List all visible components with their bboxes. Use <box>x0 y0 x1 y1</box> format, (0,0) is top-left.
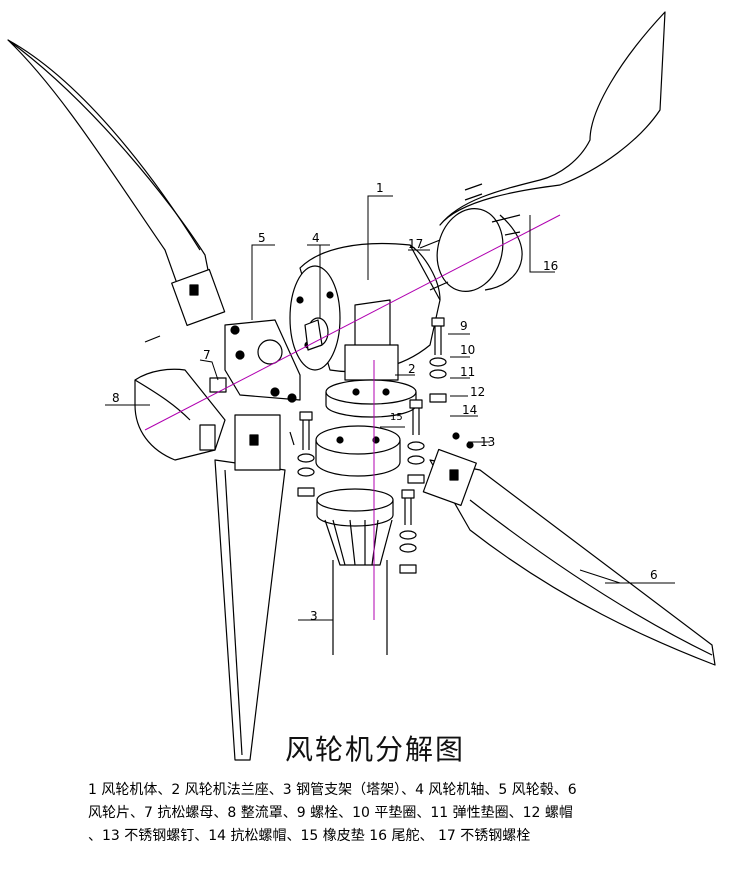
rubber-pad <box>315 425 401 477</box>
callout-5: 5 <box>258 231 266 245</box>
diagram-title: 风轮机分解图 <box>284 733 465 766</box>
turbine-shaft <box>304 317 329 351</box>
blade-bottom <box>214 414 286 761</box>
leader-lines <box>105 195 675 621</box>
callout-17: 17 <box>408 237 423 251</box>
callout-13: 13 <box>480 435 495 449</box>
callout-14: 14 <box>462 403 477 417</box>
callout-3: 3 <box>310 609 318 623</box>
legend-line-1: 1 风轮机体、2 风轮机法兰座、3 钢管支架（塔架）、4 风轮机轴、5 风轮毂、… <box>88 782 577 798</box>
callout-8: 8 <box>112 391 120 405</box>
callout-10: 10 <box>460 343 475 357</box>
callout-16: 16 <box>543 259 558 273</box>
legend-line-3: 、13 不锈钢螺钉、14 抗松螺帽、15 橡皮垫 16 尾舵、 17 不锈钢螺栓 <box>88 828 531 844</box>
legend-line-2: 风轮片、7 抗松螺母、8 整流罩、9 螺栓、10 平垫圈、11 弹性垫圈、12 … <box>88 805 573 821</box>
callout-6: 6 <box>650 568 658 582</box>
blade-upper-left <box>7 39 226 327</box>
flange-base <box>325 344 417 418</box>
bolt-stack-left <box>297 411 315 497</box>
tail-fin <box>436 11 666 293</box>
callout-9: 9 <box>460 319 468 333</box>
bolt-stack-right <box>429 317 447 403</box>
callout-15: 15 <box>390 412 403 423</box>
lock-nut <box>209 377 227 393</box>
bolt-stack-lower <box>399 489 417 574</box>
blade-right <box>422 448 716 666</box>
nose-cone <box>134 368 226 461</box>
hub <box>224 319 301 403</box>
parts-legend: 1 风轮机体、2 风轮机法兰座、3 钢管支架（塔架）、4 风轮机轴、5 风轮毂、… <box>88 779 728 848</box>
tower <box>316 488 394 655</box>
bolt-stack-mid <box>407 399 425 484</box>
callout-1: 1 <box>376 181 384 195</box>
callout-4: 4 <box>312 231 320 245</box>
callout-11: 11 <box>460 365 475 379</box>
small-screws <box>144 183 483 449</box>
callout-2: 2 <box>408 362 416 376</box>
callout-7: 7 <box>203 348 211 362</box>
callout-12: 12 <box>470 385 485 399</box>
axis-line <box>144 214 561 431</box>
